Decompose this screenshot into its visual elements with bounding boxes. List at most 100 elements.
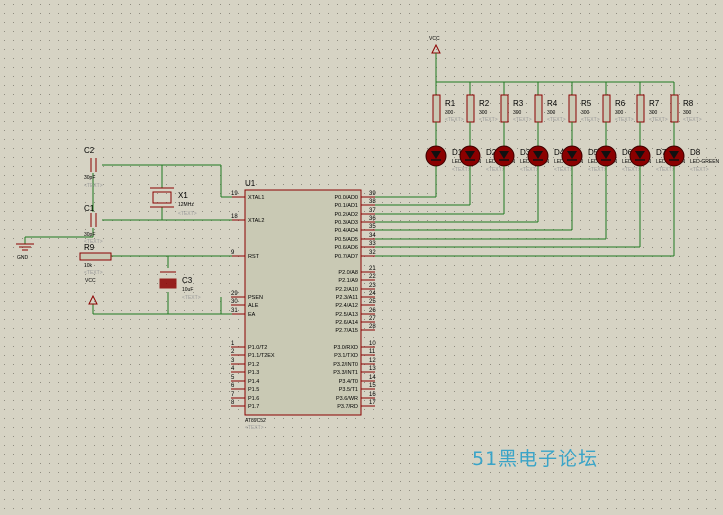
c3-text: <TEXT> — [182, 295, 201, 301]
c1-capacitor[interactable]: C1 30pF <TEXT> — [84, 204, 103, 245]
u1-pin-number: 12 — [369, 358, 376, 364]
u1-pin-number: 34 — [369, 233, 376, 239]
u1-pin-1[interactable]: 1P1.0/T2 — [231, 341, 267, 351]
resistor-value: 300 — [649, 110, 658, 116]
c2-capacitor[interactable]: C2 30pF <TEXT> — [84, 146, 103, 189]
u1-pin-number: 37 — [369, 208, 376, 214]
u1-pin-name: P0.5/AD5 — [334, 237, 358, 243]
u1-pin-number: 28 — [369, 324, 376, 330]
u1-pin-name: P0.0/AD0 — [334, 195, 358, 201]
c1-ref: C1 — [84, 204, 95, 213]
u1-pin-name: P1.5 — [248, 387, 259, 393]
u1-pin-4[interactable]: 4P1.3 — [231, 366, 259, 376]
u1-pin-name: P2.1/A9 — [338, 278, 358, 284]
u1-pin-number: 33 — [369, 241, 376, 247]
resistor-ref: R7 — [649, 99, 660, 108]
resistor-ref: R1 — [445, 99, 456, 108]
led-ref: D2 — [486, 148, 497, 157]
led-text: <TEXT> — [554, 167, 573, 173]
u1-pin-name: P2.6/A14 — [335, 320, 358, 326]
u1-pin-name: P3.0/RXD — [334, 345, 358, 351]
u1-pin-number: 15 — [369, 383, 376, 389]
resistor-value: 300 — [581, 110, 590, 116]
u1-pin-number: 16 — [369, 392, 376, 398]
u1-pin-6[interactable]: 6P1.5 — [231, 383, 259, 393]
resistor-value: 300 — [683, 110, 692, 116]
u1-pin-name: P2.7/A15 — [335, 328, 358, 334]
u1-pin-name: P1.6 — [248, 396, 259, 402]
led-text: <TEXT> — [520, 167, 539, 173]
u1-pin-name: P1.1/T2EX — [248, 353, 275, 359]
u1-pin-5[interactable]: 5P1.4 — [231, 375, 259, 385]
gnd-terminal[interactable]: GND — [16, 243, 34, 261]
u1-chip[interactable]: U1 AT89C52 <TEXT> 19XTAL118XTAL29RST29PS… — [231, 179, 376, 431]
u1-pin-name: P0.4/AD4 — [334, 228, 358, 234]
resistor-text: <TEXT> — [683, 117, 702, 123]
u1-pin-number: 13 — [369, 366, 376, 372]
led-text: <TEXT> — [690, 167, 709, 173]
resistor-text: <TEXT> — [547, 117, 566, 123]
u1-pin-name: P2.2/A10 — [335, 287, 358, 293]
r9-resistor[interactable]: R9 10k <TEXT> — [79, 243, 112, 276]
r9-text: <TEXT> — [84, 270, 103, 276]
c2-text: <TEXT> — [84, 183, 103, 189]
vcc-left-terminal[interactable]: VCC — [85, 278, 98, 305]
u1-pin-2[interactable]: 2P1.1/T2EX — [231, 349, 275, 359]
u1-pin-number: 29 — [231, 291, 238, 297]
u1-pin-7[interactable]: 7P1.6 — [231, 392, 259, 402]
c3-ref: C3 — [182, 276, 193, 285]
r9-value: 10k — [84, 263, 93, 269]
u1-pin-number: 31 — [231, 308, 238, 314]
c3-capacitor[interactable]: C3 10uF <TEXT> — [159, 271, 201, 301]
u1-pin-name: P0.3/AD3 — [334, 220, 358, 226]
u1-pin-name: P1.7 — [248, 404, 259, 410]
u1-pin-number: 23 — [369, 283, 376, 289]
u1-pin-name: XTAL2 — [248, 218, 264, 224]
u1-pin-8[interactable]: 8P1.7 — [231, 400, 259, 410]
u1-pin-name: P3.5/T1 — [339, 387, 358, 393]
led-ref: D1 — [452, 148, 463, 157]
u1-pin-name: ALE — [248, 303, 259, 309]
x1-crystal[interactable]: X1 12MHz <TEXT> — [150, 187, 197, 217]
u1-pin-name: P1.0/T2 — [248, 345, 267, 351]
u1-pin-name: P3.2/INT0 — [333, 362, 358, 368]
u1-pin-3[interactable]: 3P1.2 — [231, 358, 259, 368]
led-ref: D5 — [588, 148, 599, 157]
u1-pin-name: PSEN — [248, 295, 263, 301]
led-text: <TEXT> — [622, 167, 641, 173]
u1-pin-name: P0.2/AD2 — [334, 212, 358, 218]
led-text: <TEXT> — [452, 167, 471, 173]
